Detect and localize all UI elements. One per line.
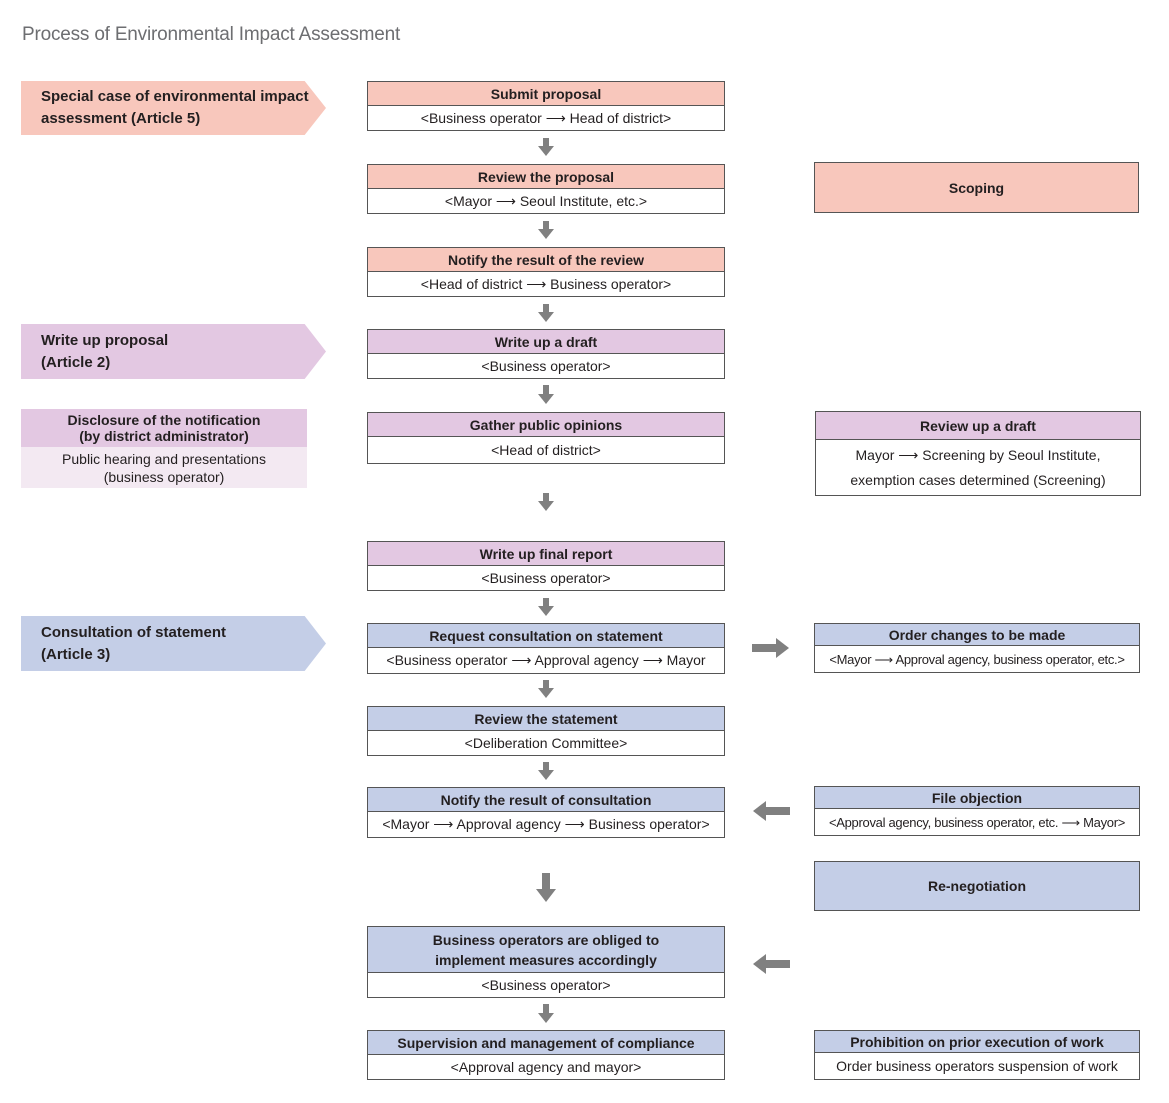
step-title: Review the proposal: [368, 165, 724, 189]
disclosure-head-line-2: (by district administrator): [79, 428, 249, 444]
step-body: <Approval agency and mayor>: [450, 1058, 642, 1075]
step-body: <Business operator>: [481, 569, 611, 586]
prohibition-title: Prohibition on prior execution of work: [815, 1031, 1139, 1053]
step-body: <Head of district ⟶ Business operator>: [420, 275, 672, 292]
step-title: Notify the result of consultation: [368, 788, 724, 812]
down-arrow-icon: [538, 304, 554, 322]
step-title: Business operators are obliged to implem…: [368, 927, 724, 973]
right-arrow-icon: [752, 638, 789, 658]
order-changes-box: Order changes to be made <Mayor ⟶ Approv…: [814, 623, 1140, 673]
down-arrow-icon: [538, 762, 554, 780]
step-supervision: Supervision and management of compliance…: [367, 1030, 725, 1080]
down-arrow-icon: [538, 385, 554, 404]
review-draft-box: Review up a draft Mayor ⟶ Screening by S…: [815, 411, 1141, 496]
tag-special-line-1: Special case of environmental impact: [41, 88, 309, 105]
step-title: Write up final report: [368, 542, 724, 566]
step-body: <Business operator ⟶ Approval agency ⟶ M…: [386, 652, 706, 668]
step-gather-opinions: Gather public opinions <Head of district…: [367, 412, 725, 464]
disclosure-body-line-1: Public hearing and presentations: [62, 450, 266, 467]
step-obliged-implement: Business operators are obliged to implem…: [367, 926, 725, 998]
down-arrow-icon: [538, 221, 554, 239]
down-arrow-icon: [538, 598, 554, 616]
tag-consult-line-1: Consultation of statement: [41, 623, 227, 641]
file-objection-box: File objection <Approval agency, busines…: [814, 786, 1140, 836]
step-body: <Mayor ⟶ Seoul Institute, etc.>: [444, 192, 648, 209]
step-title: Write up a draft: [368, 330, 724, 354]
order-changes-body: <Mayor ⟶ Approval agency, business opera…: [829, 651, 1125, 667]
tag-special-case: Special case of environmental impact ass…: [21, 81, 326, 135]
step-final-report: Write up final report <Business operator…: [367, 541, 725, 591]
tag-write-line-2: (Article 2): [41, 353, 111, 371]
step-title: Supervision and management of compliance: [368, 1031, 724, 1055]
step-write-draft: Write up a draft <Business operator>: [367, 329, 725, 379]
step-title: Review the statement: [368, 707, 724, 731]
down-arrow-icon: [538, 680, 554, 698]
step-body: <Head of district>: [491, 441, 601, 458]
prohibition-body: Order business operators suspension of w…: [836, 1057, 1118, 1074]
tag-special-line-2: assessment (Article 5): [41, 110, 201, 127]
down-arrow-icon: [538, 1004, 554, 1023]
left-arrow-icon: [753, 801, 790, 821]
step-body: <Mayor ⟶ Approval agency ⟶ Business oper…: [382, 816, 710, 832]
step-review-statement: Review the statement <Deliberation Commi…: [367, 706, 725, 756]
long-down-arrow-icon: [536, 873, 556, 902]
left-arrow-icon: [753, 954, 790, 974]
disclosure-head-line-1: Disclosure of the notification: [67, 412, 261, 428]
step-notify-review: Notify the result of the review <Head of…: [367, 247, 725, 297]
file-objection-title: File objection: [815, 787, 1139, 809]
step-title: Request consultation on statement: [368, 624, 724, 648]
order-changes-title: Order changes to be made: [815, 624, 1139, 646]
tag-write-proposal: Write up proposal (Article 2): [21, 324, 326, 379]
prohibition-box: Prohibition on prior execution of work O…: [814, 1030, 1140, 1080]
renegotiation-box: Re-negotiation: [814, 861, 1140, 911]
file-objection-body: <Approval agency, business operator, etc…: [828, 814, 1126, 830]
step-request-consultation: Request consultation on statement <Busin…: [367, 623, 725, 674]
disclosure-body-line-2: (business operator): [103, 468, 225, 485]
tag-write-line-1: Write up proposal: [41, 331, 169, 349]
step-submit-proposal: Submit proposal <Business operator ⟶ Hea…: [367, 81, 725, 131]
disclosure-body: Public hearing and presentations (busine…: [21, 447, 307, 488]
tag-consult-line-2: (Article 3): [41, 645, 111, 663]
step-body: <Business operator ⟶ Head of district>: [420, 109, 672, 126]
review-draft-line-2: exemption cases determined (Screening): [850, 471, 1106, 488]
step-title: Gather public opinions: [368, 413, 724, 437]
review-draft-line-1: Mayor ⟶ Screening by Seoul Institute,: [855, 446, 1101, 463]
review-draft-body: Mayor ⟶ Screening by Seoul Institute, ex…: [816, 440, 1140, 495]
review-draft-title: Review up a draft: [816, 412, 1140, 440]
step-body: <Business operator>: [481, 976, 611, 993]
disclosure-box: Disclosure of the notification (by distr…: [21, 409, 307, 488]
step-body: <Deliberation Committee>: [464, 734, 628, 751]
step-body: <Business operator>: [481, 357, 611, 374]
step-title: Notify the result of the review: [368, 248, 724, 272]
scoping-box: Scoping: [814, 162, 1139, 213]
step-notify-consultation: Notify the result of consultation <Mayor…: [367, 787, 725, 838]
step-title: Submit proposal: [368, 82, 724, 106]
tag-consultation: Consultation of statement (Article 3): [21, 616, 326, 671]
down-arrow-icon: [538, 138, 554, 156]
disclosure-head: Disclosure of the notification (by distr…: [21, 409, 307, 447]
step-review-proposal: Review the proposal <Mayor ⟶ Seoul Insti…: [367, 164, 725, 214]
down-arrow-icon: [538, 493, 554, 511]
page-title: Process of Environmental Impact Assessme…: [22, 24, 401, 45]
